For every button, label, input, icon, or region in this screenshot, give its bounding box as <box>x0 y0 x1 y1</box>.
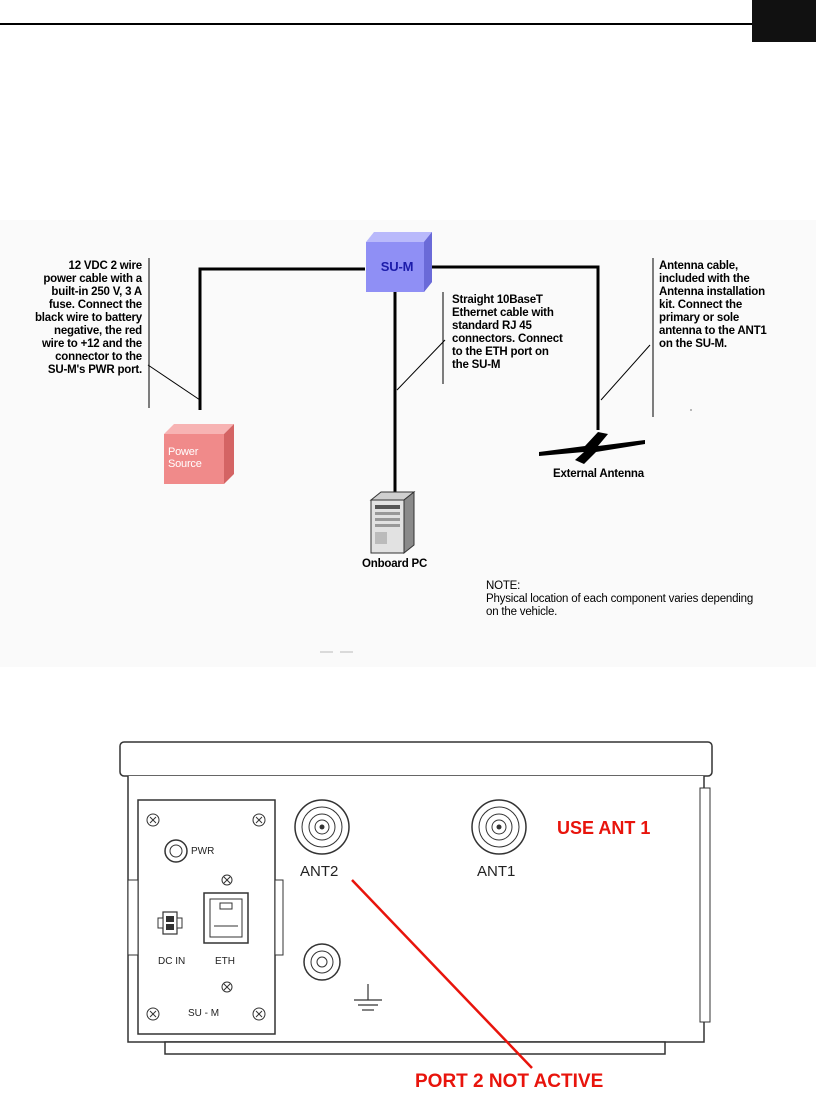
antenna-cable <box>430 265 600 430</box>
ant1-label: ANT1 <box>477 863 516 880</box>
device-panel-graphic <box>119 741 713 1069</box>
connection-diagram-graphic <box>147 232 692 653</box>
dc-in-label: DC IN <box>158 956 186 967</box>
enclosure-base <box>164 1041 666 1055</box>
connection-diagram: SU-M Power Source Onboard PC External An… <box>0 220 816 667</box>
onboard-pc-label: Onboard PC <box>362 558 428 570</box>
header-page-tab <box>752 0 816 42</box>
ant1-connector <box>471 799 527 855</box>
ground-symbol <box>354 984 382 1011</box>
antenna-cable-note: Antenna cable, included with the Antenna… <box>659 260 767 350</box>
header-rule <box>0 23 752 25</box>
ant2-connector <box>294 799 350 855</box>
external-antenna-label: External Antenna <box>553 468 644 480</box>
use-ant1-callout: USE ANT 1 <box>557 818 651 838</box>
port2-callout-line <box>351 879 533 1069</box>
external-antenna-icon <box>539 432 645 464</box>
power-cable <box>198 267 365 410</box>
power-source-cube <box>164 424 234 484</box>
dc-in-connector <box>157 911 183 935</box>
onboard-pc-icon <box>369 490 416 555</box>
eth-port <box>203 892 249 944</box>
ground-stud <box>303 943 341 981</box>
antenna-leader-line <box>600 344 651 401</box>
enclosure-lid <box>119 741 713 777</box>
su-m-label: SU-M <box>380 259 414 274</box>
power-cable-note: 12 VDC 2 wire power cable with a built-i… <box>34 260 142 376</box>
vehicle-note: NOTE: Physical location of each componen… <box>486 580 754 618</box>
ant2-label: ANT2 <box>300 863 339 880</box>
ethernet-cable-note: Straight 10BaseT Ethernet cable with sta… <box>452 294 563 371</box>
su-m-cube <box>366 232 432 292</box>
port2-not-active-callout: PORT 2 NOT ACTIVE <box>415 1071 604 1092</box>
power-leader-line <box>147 364 201 401</box>
device-panel: PWR DC IN ETH SU - M ANT2 ANT1 USE ANT 1… <box>0 730 816 1115</box>
eth-label: ETH <box>215 956 235 967</box>
power-source-label: Power Source <box>168 446 202 470</box>
ethernet-leader-line <box>396 339 446 391</box>
pwr-label: PWR <box>191 846 215 857</box>
su-m-panel-label: SU - M <box>188 1008 220 1019</box>
